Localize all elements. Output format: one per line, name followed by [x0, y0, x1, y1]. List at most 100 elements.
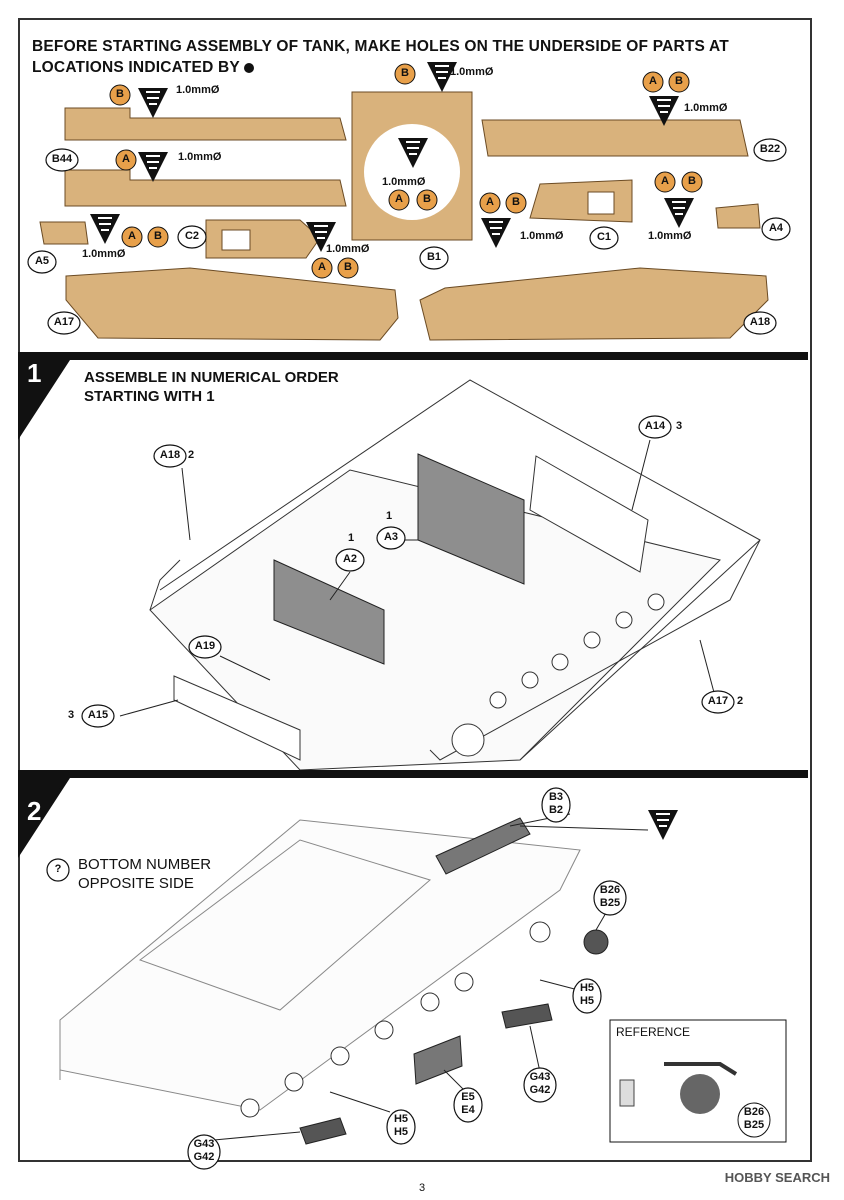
- drill-icon-a4: [663, 197, 695, 229]
- part-b44-upper: [64, 107, 347, 141]
- marker-b-a5: B: [154, 230, 162, 242]
- part-b26-b25: [583, 929, 609, 955]
- label-b22: B22: [759, 143, 781, 155]
- label-a18-step1: A18: [159, 449, 181, 461]
- note-line2: OPPOSITE SIDE: [78, 875, 194, 892]
- label-a15: A15: [87, 709, 109, 721]
- part-c1: [529, 179, 633, 223]
- drill-icon-step2: [647, 809, 679, 841]
- page-frame: [18, 18, 812, 1162]
- drill-size-c1: 1.0mmØ: [520, 230, 564, 242]
- label-a17-step1: A17: [707, 695, 729, 707]
- marker-a-b1: A: [395, 193, 403, 205]
- part-a17-hull-side: [65, 267, 399, 341]
- marker-b-b1: B: [401, 67, 409, 79]
- marker-b-a4: B: [688, 175, 696, 187]
- label-a19: A19: [194, 640, 216, 652]
- part-b3-b2: [435, 817, 531, 875]
- instruction-header: BEFORE STARTING ASSEMBLY OF TANK, MAKE H…: [32, 36, 729, 78]
- part-g43-g42-left: [299, 1117, 347, 1145]
- label-a17: A17: [53, 316, 75, 328]
- step2-hull-drawing: [59, 819, 581, 1111]
- label-a14: A14: [644, 420, 666, 432]
- marker-a-c1: A: [486, 196, 494, 208]
- drill-size-b44-upper: 1.0mmØ: [176, 84, 220, 96]
- marker-a-c2: A: [318, 261, 326, 273]
- order-a15: 3: [68, 709, 75, 721]
- part-a14: [529, 455, 649, 573]
- part-a15: [173, 675, 301, 761]
- step2-number: 2: [27, 796, 42, 826]
- part-a4: [715, 203, 761, 229]
- label-c2: C2: [184, 230, 200, 242]
- note-question-icon: ?: [54, 863, 62, 875]
- label-a5: A5: [34, 255, 50, 267]
- header-line-2: LOCATIONS INDICATED BY: [32, 59, 240, 76]
- drill-dot-icon: [243, 62, 254, 73]
- part-b22-rail: [481, 119, 749, 157]
- drill-icon-b44-lower: [137, 151, 169, 183]
- drill-size-b1-top: 1.0mmØ: [450, 66, 494, 78]
- order-a17: 2: [737, 695, 744, 707]
- order-a3: 1: [386, 510, 393, 522]
- step1-title-bold: 1: [206, 388, 215, 405]
- label-a18: A18: [749, 316, 771, 328]
- label-c1: C1: [596, 231, 612, 243]
- step1-hull-drawing: [149, 379, 761, 771]
- marker-b-b44: B: [116, 88, 124, 100]
- reference-box: [609, 1019, 787, 1143]
- watermark: HOBBY SEARCH: [724, 1170, 830, 1185]
- marker-a-b44: A: [122, 153, 130, 165]
- reference-title: REFERENCE: [616, 1025, 691, 1039]
- drill-size-b22: 1.0mmØ: [684, 102, 728, 114]
- step1-number: 1: [27, 358, 42, 388]
- part-e5-e4: [413, 1035, 463, 1085]
- label-b44: B44: [51, 153, 73, 165]
- order-a14: 3: [676, 420, 683, 432]
- part-b44-lower: [64, 169, 347, 207]
- marker-a-a4: A: [661, 175, 669, 187]
- part-a5: [39, 221, 89, 245]
- part-c2: [205, 219, 321, 259]
- part-g43-g42-right: [501, 1003, 553, 1029]
- order-a18: 2: [188, 449, 195, 461]
- drill-size-b1: 1.0mmØ: [382, 176, 426, 188]
- header-line-1: BEFORE STARTING ASSEMBLY OF TANK, MAKE H…: [32, 38, 729, 55]
- marker-b-c1: B: [512, 196, 520, 208]
- drill-icon-b44-upper: [137, 87, 169, 119]
- step2-suspension-parts: [240, 921, 551, 1118]
- drill-icon-a5: [89, 213, 121, 245]
- label-a3: A3: [383, 531, 399, 543]
- part-a2-panel: [273, 559, 385, 665]
- marker-b-b1-low: B: [423, 193, 431, 205]
- note-line1: BOTTOM NUMBER: [78, 856, 212, 873]
- marker-a-b22: A: [649, 75, 657, 87]
- marker-a-a5: A: [128, 230, 136, 242]
- drill-icon-c1: [480, 217, 512, 249]
- step1-road-wheels: [451, 593, 665, 757]
- page-number: 3: [418, 1182, 426, 1194]
- step1-title-line1: ASSEMBLE IN NUMERICAL ORDER: [84, 369, 339, 386]
- step1-title-line2: STARTING WITH: [84, 388, 203, 405]
- label-a2: A2: [342, 553, 358, 565]
- marker-b-b22: B: [675, 75, 683, 87]
- step1-title: ASSEMBLE IN NUMERICAL ORDER STARTING WIT…: [84, 368, 339, 406]
- marker-b-c2: B: [344, 261, 352, 273]
- step2-note: BOTTOM NUMBER OPPOSITE SIDE: [78, 855, 211, 893]
- drill-size-a5: 1.0mmØ: [82, 248, 126, 260]
- part-a18-hull-side: [419, 267, 769, 341]
- label-a4: A4: [768, 222, 784, 234]
- drill-size-c2: 1.0mmØ: [326, 243, 370, 255]
- drill-size-a4: 1.0mmØ: [648, 230, 692, 242]
- order-a2: 1: [348, 532, 355, 544]
- part-a3-panel: [417, 453, 525, 585]
